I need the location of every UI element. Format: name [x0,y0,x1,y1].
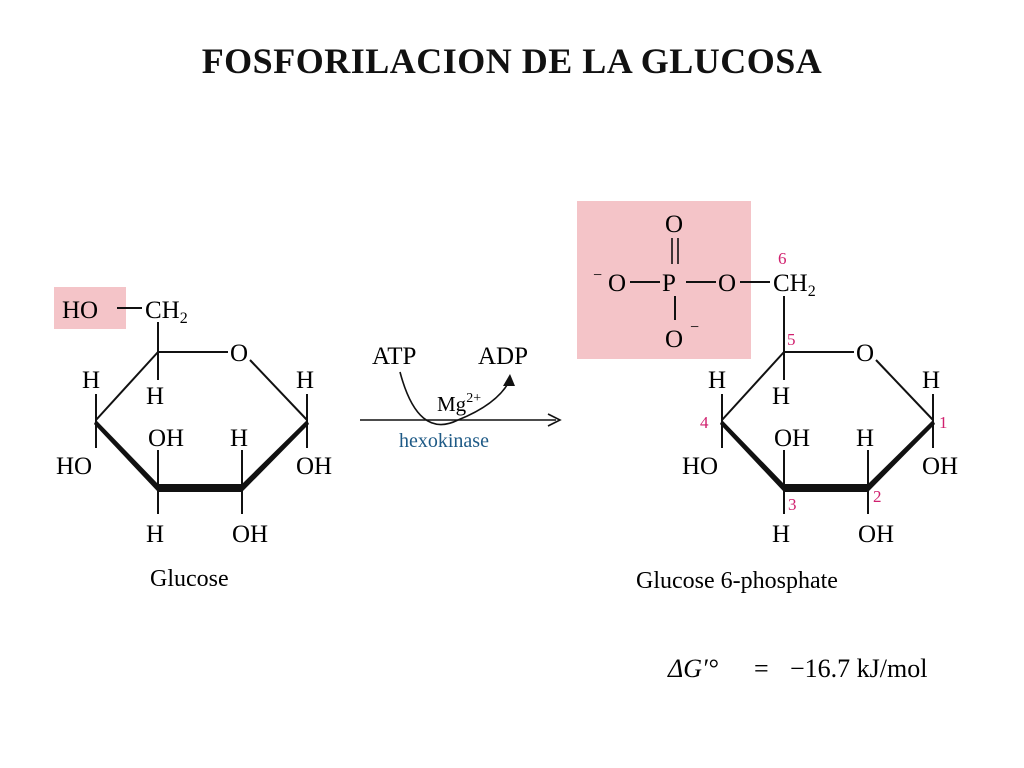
delta-g-value: −16.7 kJ/mol [790,654,927,683]
product-wedge-c2-c1 [868,420,935,492]
product-wedge-c4-c3 [720,420,784,492]
locant-3: 3 [788,495,797,514]
glucose-wedge-c4-c3 [94,420,158,492]
glucose-c5-h: H [146,383,164,410]
glucose-ring-c5-c4-bond [95,351,159,421]
product-c5-h: H [772,383,790,410]
glucose-ring-oxygen: O [230,340,248,367]
product-ring-oxygen: O [856,340,874,367]
product-c4-h: H [708,367,726,394]
product-ch2-label: CH2 [773,270,816,300]
glucose-name: Glucose [150,566,229,592]
locant-5: 5 [787,330,796,349]
glucose-structure: HO CH2 O H H HO OH H [54,287,332,592]
glucose-ring-o-c1-bond [249,359,308,421]
glucose-c3-oh: OH [148,425,184,452]
product-ring-c5-c4-bond [721,351,785,421]
phosphate-o-left: O [608,270,626,297]
product-c2-h: H [856,425,874,452]
glucose-c3-h: H [146,521,164,548]
adp-label: ADP [478,343,528,370]
product-c2-oh: OH [858,521,894,548]
locant-1: 1 [939,413,948,432]
glucose-6-phosphate-structure: O − O P O − O CH2 6 5 O [577,201,958,594]
phosphate-o-bottom: O [665,326,683,353]
glucose-ch2-label: CH2 [145,297,188,327]
hydroxyl-highlight [54,287,126,329]
glucose-c4-ho: HO [56,453,92,480]
product-ring-o-c1-bond [875,359,934,421]
glucose-wedge-c2-c1 [242,420,309,492]
phosphate-o-top: O [665,211,683,238]
delta-g-symbol: ΔG′° [667,654,718,683]
glucose-c1-oh: OH [296,453,332,480]
glucose-ho-label: HO [62,297,98,324]
locant-6: 6 [778,249,787,268]
page-title: FOSFORILACION DE LA GLUCOSA [201,41,823,81]
equals-sign: = [754,654,769,683]
product-c1-oh: OH [922,453,958,480]
glucose-c1-h: H [296,367,314,394]
cofactor-arrowhead [503,374,515,386]
product-c1-h: H [922,367,940,394]
product-c3-oh: OH [774,425,810,452]
locant-2: 2 [873,487,882,506]
atp-label: ATP [372,343,416,370]
enzyme-label: hexokinase [399,430,489,452]
glucose-c4-h: H [82,367,100,394]
free-energy-equation: ΔG′° = −16.7 kJ/mol [667,654,927,683]
product-c4-ho: HO [682,453,718,480]
product-c3-h: H [772,521,790,548]
magnesium-ion-label: Mg2+ [437,391,481,416]
glucose-c2-oh: OH [232,521,268,548]
product-name: Glucose 6-phosphate [636,568,838,594]
phosphate-o-bottom-charge: − [690,319,699,336]
glucose-c2-h: H [230,425,248,452]
bridge-oxygen: O [718,270,736,297]
phosphate-o-left-charge: − [593,267,602,284]
locant-4: 4 [700,413,709,432]
reaction-arrow-group: ATP ADP Mg2+ hexokinase [360,343,562,452]
phosphate-highlight [577,201,751,359]
phosphate-p: P [662,270,676,297]
reaction-arrowhead [547,413,562,427]
